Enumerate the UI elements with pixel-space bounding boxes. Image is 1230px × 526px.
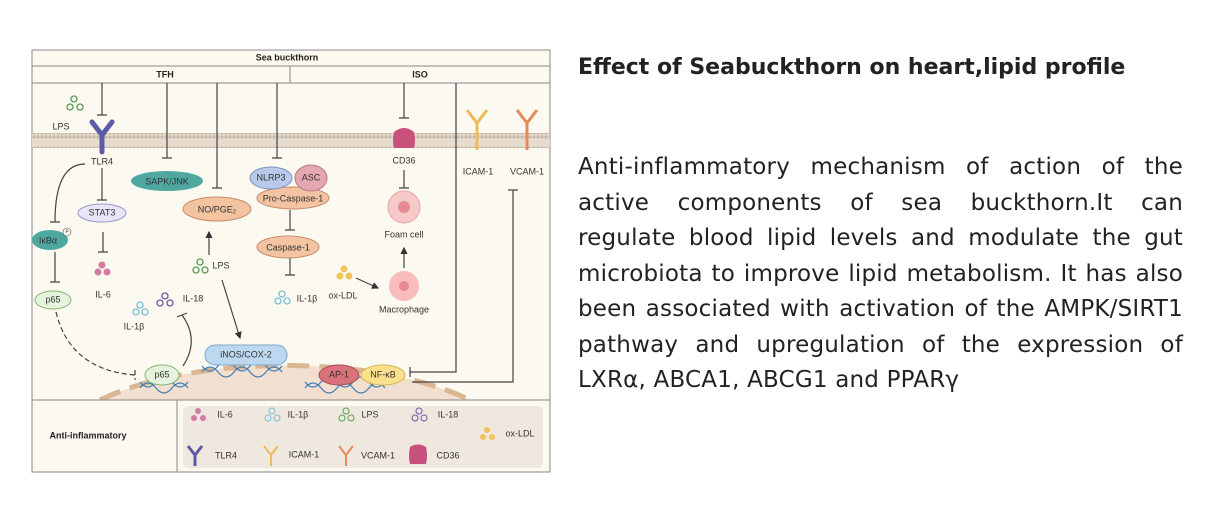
il1b-molecules-icon (132, 301, 149, 316)
legend-icam-1: ICAM-1 (263, 445, 320, 466)
svg-text:VCAM-1: VCAM-1 (361, 450, 395, 460)
svg-text:TLR4: TLR4 (215, 450, 237, 460)
il1b-mid-label: IL-1β (297, 293, 318, 303)
tlr4-receptor-icon (89, 119, 115, 155)
phospho-badge: P (65, 229, 69, 235)
icam-1-label: ICAM-1 (463, 166, 494, 176)
svg-text:ICAM-1: ICAM-1 (289, 449, 320, 459)
icam-1-icon (465, 109, 489, 150)
macrophage-label: Macrophage (379, 304, 429, 314)
lps-mid-label: LPS (212, 260, 229, 270)
legend-cd36: CD36 (409, 444, 460, 464)
ikba-node: IκBα (39, 235, 57, 245)
p65-nuclear-node: p65 (154, 369, 169, 379)
vcam-1-icon (515, 109, 539, 150)
no-pge2-node: NO/PGE₂ (198, 204, 237, 214)
nfkb-node: NF-κB (370, 369, 396, 379)
article-body: Anti-inflammatory mechanism of action of… (578, 154, 1183, 393)
legend-vcam-1: VCAM-1 (338, 445, 395, 466)
legend-lps: LPS (338, 407, 379, 422)
il18-label: IL-18 (183, 293, 204, 303)
svg-text:IL-18: IL-18 (438, 409, 459, 419)
il6-label: IL-6 (95, 289, 111, 299)
p65-cyto-node: p65 (45, 294, 60, 304)
legend-il6: IL-6 (191, 408, 233, 421)
stat3-node: STAT3 (89, 207, 116, 217)
ap1-node: AP-1 (329, 369, 349, 379)
inos-cox2-node: iNOS/COX-2 (220, 349, 272, 359)
legend-tlr4: TLR4 (186, 445, 237, 466)
legend-il18: IL-18 (411, 407, 459, 422)
sea-buckthorn-label: Sea buckthorn (256, 52, 319, 62)
svg-text:CD36: CD36 (436, 450, 459, 460)
legend-ox-ldl: ox-LDL (480, 427, 535, 440)
ox-ldl-molecules-icon (336, 265, 353, 280)
sea-buckthorn-mechanism-diagram: Sea buckthorn TFH ISO LPS TLR4 STAT3 (31, 49, 551, 473)
cd36-receptor-icon (393, 128, 415, 148)
article-title: Effect of Seabuckthorn on heart,lipid pr… (578, 55, 1126, 80)
tfh-label: TFH (156, 69, 174, 79)
svg-text:ox-LDL: ox-LDL (505, 428, 534, 438)
legend-il1b: IL-1β (264, 407, 309, 422)
nlrp3-node: NLRP3 (256, 172, 285, 182)
svg-text:IL-1β: IL-1β (288, 409, 309, 419)
il1b-left-label: IL-1β (124, 321, 145, 331)
svg-text:IL-6: IL-6 (217, 409, 233, 419)
pro-caspase-1-node: Pro-Caspase-1 (263, 193, 324, 203)
il18-molecules-icon (156, 292, 174, 307)
il1b-molecules-icon (274, 290, 291, 305)
caspase-1-node: Caspase-1 (266, 242, 310, 252)
ox-ldl-label: ox-LDL (328, 290, 357, 300)
foam-cell-label: Foam cell (384, 229, 423, 239)
svg-text:LPS: LPS (361, 409, 378, 419)
lps-molecules-icon (192, 258, 209, 274)
sapk-jnk-node: SAPK/JNK (145, 176, 189, 186)
cell-membrane (32, 133, 550, 148)
cd36-label: CD36 (392, 155, 415, 165)
vcam-1-label: VCAM-1 (510, 166, 544, 176)
asc-node: ASC (302, 172, 321, 182)
tlr4-label: TLR4 (91, 156, 113, 166)
legend-title: Anti-inflammatory (49, 430, 126, 440)
lps-molecules-icon (66, 95, 84, 111)
lps-label: LPS (52, 121, 69, 131)
il6-molecules-icon (94, 261, 111, 276)
iso-label: ISO (412, 69, 428, 79)
